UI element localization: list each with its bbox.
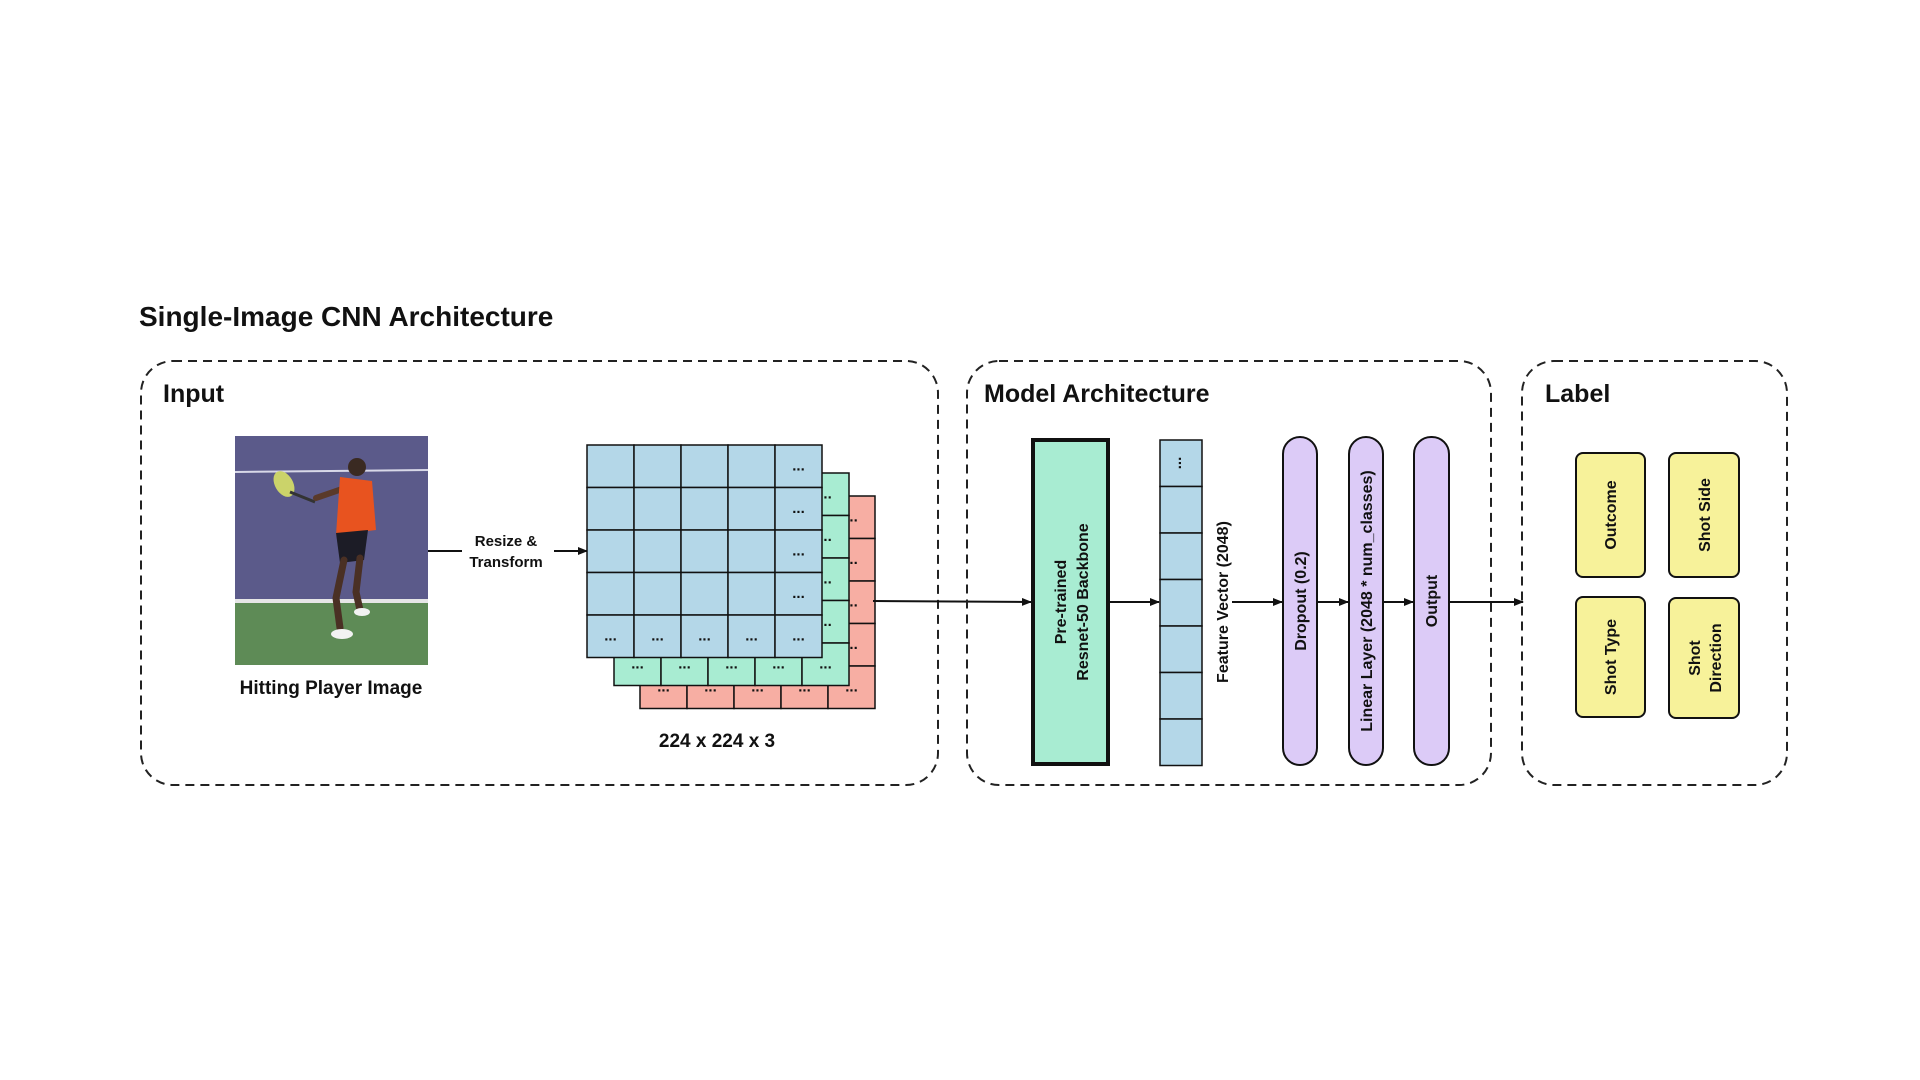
outcome-label: Outcome [1603, 480, 1620, 549]
tensor-cell [633, 571, 682, 616]
tensor-cell [774, 486, 823, 531]
tensor-cell [727, 444, 776, 489]
backbone-label-line2: Resnet-50 Backbone [1075, 523, 1092, 680]
tensor-ellipsis: ... [792, 627, 805, 644]
transform-label: Transform [469, 554, 542, 571]
feature-vector-cell [1159, 671, 1203, 720]
shot-direction-label-line2: Direction [1708, 623, 1725, 692]
feature-vector-ellipsis: ... [1168, 457, 1185, 470]
model-panel-title: Model Architecture [984, 380, 1210, 408]
feature-vector-cell [1159, 718, 1203, 767]
resnet-backbone-block [1031, 438, 1110, 766]
tensor-cell [680, 571, 729, 616]
tensor-cell [633, 444, 682, 489]
tensor-ellipsis: ... [772, 655, 785, 672]
resize-label: Resize & [475, 533, 538, 550]
tensor-cell [680, 444, 729, 489]
tensor-cell [586, 529, 635, 574]
tensor-channel-3: ........................... [586, 444, 823, 659]
dropout-label: Dropout (0.2) [1293, 551, 1310, 651]
tensor-cell [774, 444, 823, 489]
tensor-cell [633, 529, 682, 574]
tensor-ellipsis: ... [678, 655, 691, 672]
label-panel [1521, 360, 1788, 786]
shot-type-label: Shot Type [1603, 619, 1620, 695]
tensor-ellipsis: ... [725, 655, 738, 672]
diagram-title: Single-Image CNN Architecture [139, 301, 553, 332]
outcome-label-box [1575, 452, 1646, 578]
tensor-cell [727, 486, 776, 531]
hitting-player-image [234, 436, 429, 665]
tensor-ellipsis: ... [604, 627, 617, 644]
tensor-ellipsis: ... [698, 627, 711, 644]
tensor-cell [774, 571, 823, 616]
tensor-cell [727, 529, 776, 574]
feature-vector-label: Feature Vector (2048) [1215, 521, 1232, 683]
image-caption: Hitting Player Image [240, 678, 423, 699]
shot-side-label: Shot Side [1697, 478, 1714, 552]
tensor-ellipsis: ... [792, 457, 805, 474]
tensor-cell [633, 614, 682, 659]
tensor-caption: 224 x 224 x 3 [659, 731, 775, 752]
input-panel-title: Input [163, 380, 225, 408]
output-label: Output [1424, 574, 1441, 627]
tensor-ellipsis: ... [819, 655, 832, 672]
feature-vector-cell [1159, 532, 1203, 581]
tensor-cell [633, 486, 682, 531]
tensor-ellipsis: ... [792, 500, 805, 517]
tensor-to-backbone-arrow [872, 597, 1032, 606]
tensor-cell [727, 614, 776, 659]
feature-vector-cell [1159, 485, 1203, 534]
tensor-cell [586, 486, 635, 531]
feature-vector: ... [1159, 439, 1203, 767]
feature-vector-cell [1159, 578, 1203, 627]
tensor-ellipsis: ... [651, 627, 664, 644]
label-panel-title: Label [1545, 380, 1610, 408]
model-panel [966, 360, 1492, 786]
shot-direction-label-line1: Shot [1687, 640, 1704, 676]
tensor-cell [586, 444, 635, 489]
shot-type-label-box [1575, 596, 1646, 718]
feature-vector-cell [1159, 625, 1203, 674]
input-tensor: ........................................… [586, 444, 876, 710]
linear-layer-label: Linear Layer (2048 * num_classes) [1359, 470, 1376, 731]
tensor-ellipsis: ... [792, 542, 805, 559]
tensor-ellipsis: ... [792, 585, 805, 602]
tensor-ellipsis: ... [631, 655, 644, 672]
shot-direction-label-box [1668, 597, 1740, 719]
tensor-cell [680, 486, 729, 531]
tensor-cell [586, 614, 635, 659]
tensor-cell [727, 571, 776, 616]
input-panel [140, 360, 939, 786]
tensor-cell [680, 529, 729, 574]
tensor-cell [586, 571, 635, 616]
tensor-cell [774, 614, 823, 659]
shot-side-label-box [1668, 452, 1740, 578]
tensor-ellipsis: ... [745, 627, 758, 644]
feature-vector-cell [1159, 439, 1203, 488]
backbone-label-line1: Pre-trained [1053, 560, 1070, 644]
